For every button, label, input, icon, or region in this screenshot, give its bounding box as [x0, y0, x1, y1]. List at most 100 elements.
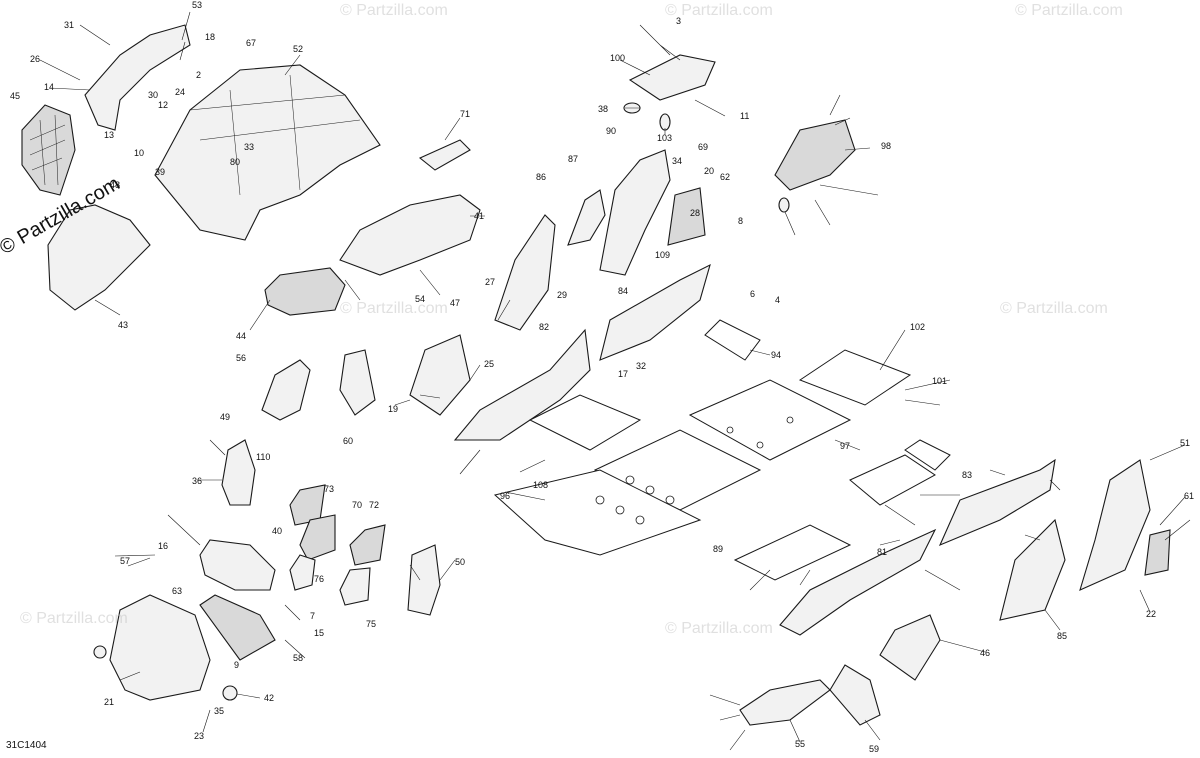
watermark: © Partzilla.com [665, 2, 773, 19]
callout-label: 51 [1180, 438, 1190, 448]
callout-label: 48 [110, 180, 120, 190]
watermark: © Partzilla.com [20, 610, 128, 627]
callout-label: 108 [533, 480, 548, 490]
callout-label: 63 [172, 586, 182, 596]
callout-label: 24 [175, 87, 185, 97]
callout-label: 50 [455, 557, 465, 567]
callout-label: 110 [256, 452, 270, 462]
part-56-light-housing [261, 359, 311, 421]
callout-label: 56 [236, 353, 246, 363]
part-108-floor [528, 394, 642, 451]
part-86-panel [494, 214, 556, 331]
callout-label: 6 [750, 289, 755, 299]
callout-label: 4 [775, 295, 780, 305]
callout-label: 44 [236, 331, 246, 341]
part-84-rocker [599, 263, 711, 361]
part-50-panel [407, 544, 441, 616]
callout-label: 89 [713, 544, 723, 554]
callout-label: 11 [740, 111, 749, 121]
callout-label: 87 [568, 154, 578, 164]
callout-label: 36 [192, 476, 202, 486]
part-44-headlight [264, 267, 346, 316]
part-75-panel [339, 567, 371, 606]
callout-label: 43 [118, 320, 128, 330]
callout-label: 26 [30, 54, 40, 64]
part-97-floor [688, 379, 852, 461]
part-94-plate [704, 319, 761, 361]
part-55-step [739, 679, 831, 726]
callout-label: 96 [500, 491, 510, 501]
part-46-bracket [879, 614, 941, 681]
callout-label: 7 [310, 611, 315, 621]
callout-label: 98 [881, 141, 891, 151]
callout-label: 32 [636, 361, 646, 371]
callout-label: 70 [352, 500, 362, 510]
callout-label: 42 [264, 693, 274, 703]
callout-label: 13 [104, 130, 114, 140]
callout-label: 22 [1146, 609, 1156, 619]
callout-label: 58 [293, 653, 303, 663]
callout-label: 33 [244, 142, 254, 152]
callout-label: 9 [234, 660, 239, 670]
watermark: © Partzilla.com [1015, 2, 1123, 19]
callout-label: 84 [618, 286, 628, 296]
part-small-cap [93, 645, 107, 659]
part-81-rocker [779, 528, 937, 636]
part-90-side-panel [599, 149, 671, 276]
callout-label: 59 [869, 744, 879, 754]
callout-label: 61 [1184, 491, 1194, 501]
callout-label: 34 [672, 156, 682, 166]
watermark: © Partzilla.com [340, 2, 448, 19]
part-72-grille [349, 524, 386, 566]
callout-label: 71 [460, 109, 470, 119]
watermark: © Partzilla.com [1000, 300, 1108, 317]
callout-label: 60 [343, 436, 353, 446]
part-42-cap [222, 685, 238, 701]
part-102-floor [798, 349, 912, 406]
callout-label: 14 [44, 82, 54, 92]
part-38-seal-right [778, 197, 790, 213]
part-73-grille [289, 484, 326, 526]
callout-label: 3 [676, 16, 681, 26]
callout-label: 80 [230, 157, 240, 167]
callout-label: 69 [698, 142, 708, 152]
callout-label: 16 [158, 541, 168, 551]
callout-label: 25 [484, 359, 494, 369]
part-small-plate [904, 439, 951, 471]
callout-label: 102 [910, 322, 925, 332]
callout-label: 30 [148, 90, 158, 100]
callout-label: 15 [314, 628, 324, 638]
callout-label: 20 [704, 166, 714, 176]
part-52-hood [154, 64, 381, 241]
callout-label: 2 [196, 70, 201, 80]
part-108-right-plate [733, 524, 852, 581]
part-45-grille-mesh [29, 114, 66, 186]
callout-label: 86 [536, 172, 546, 182]
part-82-rocker [453, 328, 591, 441]
part-59-bracket [829, 664, 881, 726]
part-74-panel [199, 594, 276, 661]
callout-label: 31 [64, 20, 74, 30]
callout-label: 35 [214, 706, 224, 716]
callout-label: 55 [795, 739, 805, 749]
part-71-cover [418, 139, 471, 171]
callout-label: 57 [120, 556, 130, 566]
part-98-roof-piece [774, 119, 856, 191]
part-76-panel [289, 554, 316, 591]
callout-label: 103 [657, 133, 672, 143]
part-61-bracket [1144, 529, 1171, 576]
part-62-panel [667, 187, 706, 246]
part-47-panel [409, 334, 471, 416]
callout-label: 76 [314, 574, 324, 584]
part-52-hood-lines [189, 74, 361, 196]
part-85-panel [999, 518, 1066, 621]
callout-label: 97 [840, 441, 850, 451]
callout-label: 17 [618, 369, 628, 379]
callout-label: 85 [1057, 631, 1067, 641]
callout-label: 23 [194, 731, 204, 741]
callout-label: 67 [246, 38, 256, 48]
part-103-grommet [659, 113, 671, 131]
callout-label: 46 [980, 648, 990, 658]
